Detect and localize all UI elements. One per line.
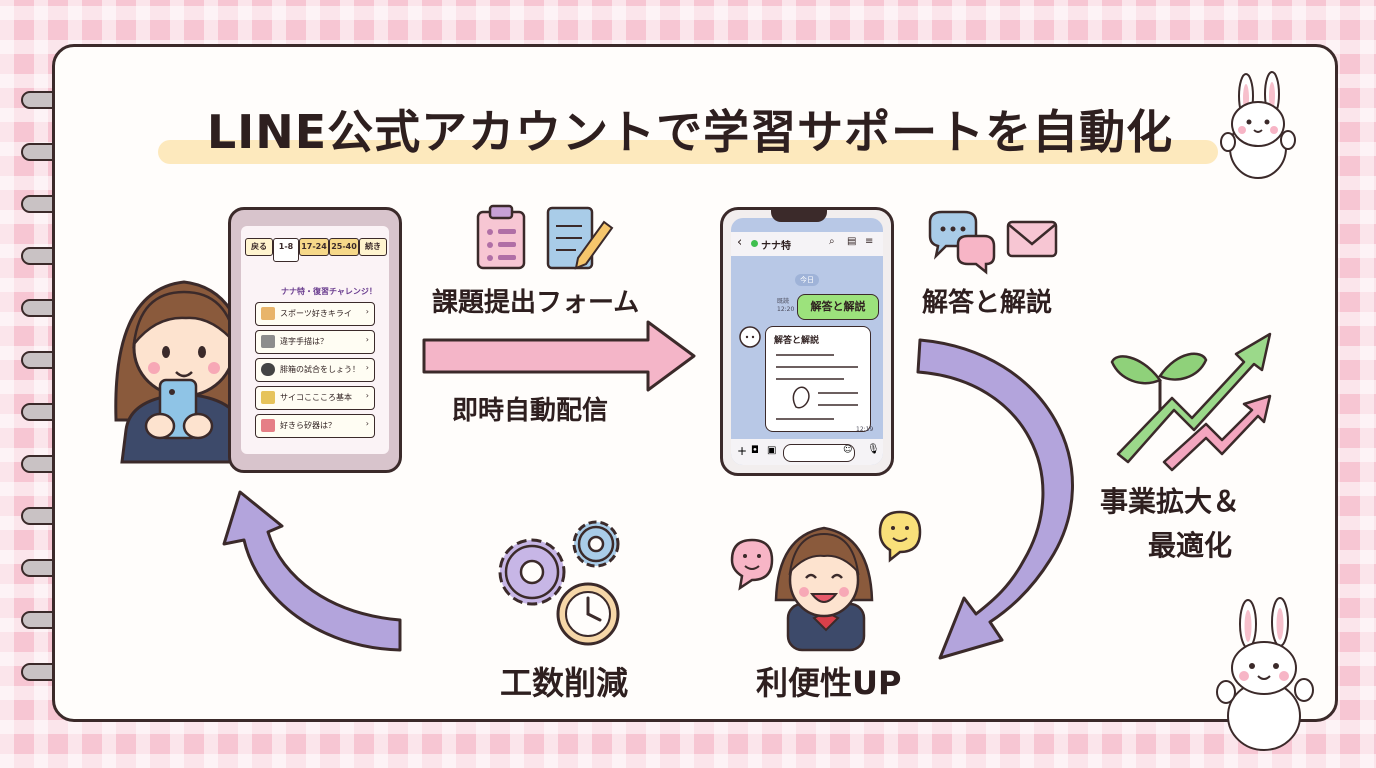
chat-bubbles-icon (928, 210, 996, 275)
received-message-card[interactable]: 解答と解説 (765, 326, 871, 432)
envelope-icon (1006, 220, 1058, 258)
label-delivery: 即時自動配信 (452, 396, 609, 426)
chat-input-bar: + ◘ ▣ ☺ 🎙 (731, 439, 883, 465)
menu-icon[interactable]: ≡ (865, 236, 874, 247)
crown-icon (261, 391, 275, 404)
tablet-next-button[interactable]: 続き (359, 238, 387, 256)
online-status-icon (751, 240, 758, 247)
small-gear-icon (572, 520, 620, 568)
tablet-screen: 戻る 1-8 17-24 25-40 続き ナナ特・復習チャレンジ！ スポーツ好… (241, 226, 389, 454)
chat-account-name: ナナ特 (761, 241, 791, 252)
chevron-right-icon: › (365, 391, 369, 400)
chevron-right-icon: › (365, 419, 369, 428)
tab-1-8[interactable]: 1-8 (273, 238, 299, 262)
search-icon[interactable]: ⌕ (829, 236, 835, 247)
green-trend-arrow-icon (1116, 332, 1272, 464)
gift-icon (261, 307, 275, 320)
tab-25-40[interactable]: 25-40 (329, 238, 359, 256)
message-input[interactable] (783, 444, 855, 462)
pink-arrow (422, 320, 696, 392)
plus-icon[interactable]: + (737, 444, 748, 458)
list-item[interactable]: サイコここころ基本 › (255, 386, 375, 410)
yellow-smiley-bubble-icon (878, 510, 922, 563)
label-growth-line2: 最適化 (1148, 529, 1233, 562)
page-title: LINE公式アカウントで学習サポートを自動化 (206, 105, 1174, 159)
pink-smiley-bubble-icon (730, 538, 774, 591)
bunny-avatar-icon (739, 326, 761, 348)
pink-trend-arrow-icon (1162, 394, 1272, 472)
message-time: 12:19 (856, 426, 874, 433)
sent-message[interactable]: 解答と解説 (797, 294, 879, 320)
microphone-icon[interactable]: 🎙 (867, 444, 880, 455)
chevron-right-icon: › (365, 335, 369, 344)
sprout-icon (1110, 352, 1208, 420)
student-with-phone-illustration (114, 280, 252, 464)
camera-icon[interactable]: ◘ (751, 445, 759, 456)
image-icon[interactable]: ▣ (767, 445, 777, 456)
label-growth-line1: 事業拡大＆ (1100, 485, 1241, 518)
label-form: 課題提出フォーム (432, 288, 640, 318)
message-card-title: 解答と解説 (774, 336, 820, 346)
clock-icon (556, 582, 620, 646)
back-icon[interactable]: ‹ (737, 235, 743, 250)
list-item[interactable]: スポーツ好きキライ › (255, 302, 375, 326)
label-convenience: 利便性UP (756, 664, 902, 702)
phone-notch (771, 208, 827, 222)
list-item[interactable]: 違字手描は？ › (255, 330, 375, 354)
purple-curved-arrow-left (222, 490, 402, 652)
gear-icon (498, 538, 566, 606)
chat-header: ‹ ナナ特 ⌕ ▤ ≡ (731, 232, 883, 256)
notes-icon[interactable]: ▤ (847, 236, 857, 247)
message-card-content (776, 354, 858, 420)
list-item[interactable]: 腓箱の試合をしょう！ › (255, 358, 375, 382)
chevron-right-icon: › (365, 307, 369, 316)
purple-curved-arrow-right (916, 338, 1074, 660)
tablet-tabbar: 戻る 1-8 17-24 25-40 続き (245, 238, 387, 262)
document-pencil-icon (546, 206, 614, 270)
label-answers: 解答と解説 (922, 288, 1053, 318)
bunny-mascot-top (1220, 71, 1296, 179)
date-separator: 今日 (795, 274, 819, 286)
clipboard-icon (476, 204, 526, 270)
tab-17-24[interactable]: 17-24 (299, 238, 329, 256)
label-efficiency: 工数削減 (500, 664, 629, 702)
tablet-panel-title: ナナ特・復習チャレンジ！ (281, 287, 377, 296)
happy-student-illustration (774, 526, 874, 652)
tablet-device: 戻る 1-8 17-24 25-40 続き ナナ特・復習チャレンジ！ スポーツ好… (228, 207, 402, 473)
emoji-icon[interactable]: ☺ (843, 445, 853, 455)
tablet-back-button[interactable]: 戻る (245, 238, 273, 256)
list-item[interactable]: 好きら矽器は？ › (255, 414, 375, 438)
chevron-right-icon: › (365, 363, 369, 372)
book-icon (261, 335, 275, 348)
calendar-icon (261, 419, 275, 432)
soccer-ball-icon (261, 363, 275, 376)
bunny-mascot-bottom (1216, 597, 1314, 751)
title-highlight (158, 140, 1218, 164)
